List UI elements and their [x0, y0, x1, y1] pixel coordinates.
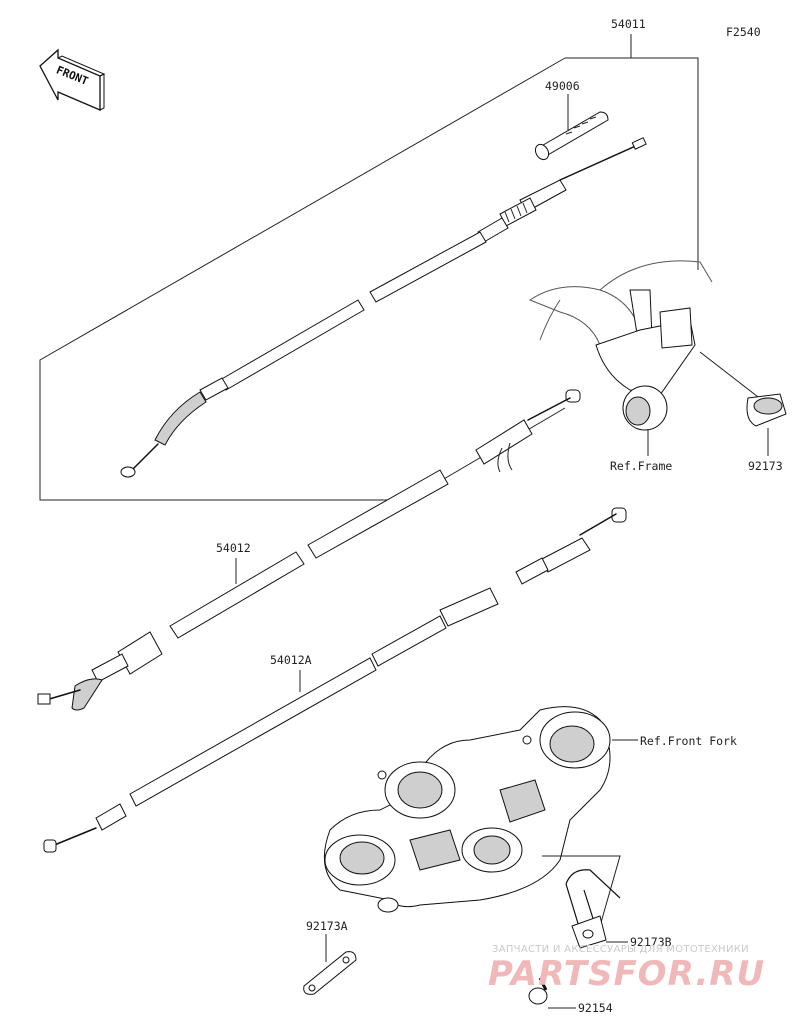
rubber-boot-49006 [534, 111, 609, 161]
diagram-code: F2540 [726, 25, 761, 39]
bolt-92154 [528, 977, 548, 1005]
label-92173: 92173 [748, 459, 783, 473]
clamp-92173 [746, 393, 787, 427]
front-arrow-icon: FRONT [39, 48, 106, 111]
label-92154: 92154 [578, 1001, 613, 1015]
front-fork-bracket-reference [323, 706, 611, 913]
label-54012a: 54012A [270, 653, 312, 667]
assembly-box-54011 [39, 34, 699, 501]
label-92173b: 92173B [630, 935, 672, 949]
label-92173a: 92173A [306, 919, 348, 933]
label-49006: 49006 [545, 79, 580, 93]
ref-front-fork-label: Ref.Front Fork [640, 734, 737, 748]
watermark-line1: ЗАПЧАСТИ И АКСЕССУАРЫ ДЛЯ МОТОТЕХНИКИ [492, 944, 749, 955]
clamp-plate-92173a [303, 951, 357, 995]
frame-reference-drawing [528, 260, 713, 456]
throttle-cable-54012 [37, 389, 581, 711]
clutch-cable-54011 [120, 137, 647, 478]
label-54011: 54011 [611, 17, 646, 31]
ref-frame-label: Ref.Frame [610, 459, 672, 473]
throttle-cable-54012a [43, 507, 627, 853]
label-54012: 54012 [216, 541, 251, 555]
cable-guide-92173b [565, 869, 621, 949]
watermark-logo: PARTSFOR.RU [488, 954, 765, 994]
